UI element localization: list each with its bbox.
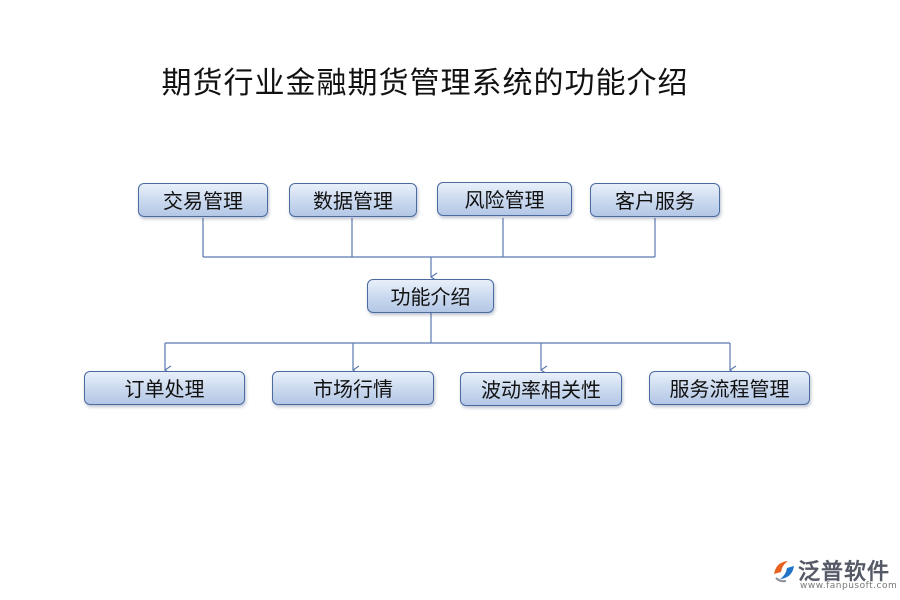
fanpu-logo: 泛普软件 www.fanpusoft.com (768, 552, 898, 596)
diagram-title: 期货行业金融期货管理系统的功能介绍 (161, 66, 689, 101)
node-customer-service: 客户服务 (590, 183, 720, 217)
logo-name: 泛普软件 (798, 560, 891, 585)
logo-url: www.fanpusoft.com (800, 581, 898, 591)
node-volatility-correlation: 波动率相关性 (460, 372, 622, 406)
node-market-quotes: 市场行情 (272, 371, 434, 405)
node-data-management: 数据管理 (289, 183, 417, 217)
fanpu-logo-icon (774, 561, 794, 583)
node-function-intro: 功能介绍 (367, 279, 494, 313)
node-service-process-management: 服务流程管理 (649, 371, 810, 405)
node-trading-management: 交易管理 (138, 183, 268, 217)
node-risk-management: 风险管理 (437, 182, 572, 216)
node-order-processing: 订单处理 (84, 371, 245, 405)
